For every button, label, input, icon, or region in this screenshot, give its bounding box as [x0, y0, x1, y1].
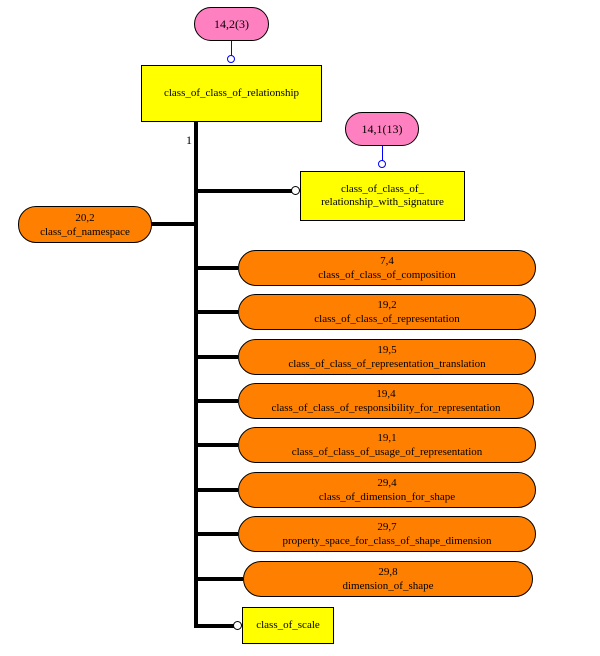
scale-branch-line	[194, 624, 234, 628]
supertype-ref: 20,2	[75, 211, 95, 224]
subtype-ref: 29,7	[377, 521, 397, 533]
subtype-branch-line	[196, 443, 238, 447]
supertype-branch-line	[151, 222, 196, 226]
top-reference-pill[interactable]: 14,2(3)	[194, 7, 269, 41]
subtype-branch-line	[196, 399, 238, 403]
subtype-name: class_of_class_of_responsibility_for_rep…	[271, 402, 501, 414]
signature-reference-connector	[382, 146, 383, 161]
signature-optional-circle	[291, 186, 300, 195]
subtype-branch-line	[196, 488, 238, 492]
subtype-name: class_of_class_of_composition	[318, 269, 456, 281]
subtype-pill[interactable]: 29,7 property_space_for_class_of_shape_di…	[238, 516, 536, 552]
signature-branch-line	[196, 189, 292, 193]
subtype-pill[interactable]: 19,4 class_of_class_of_responsibility_for…	[238, 383, 534, 419]
subtype-name: class_of_dimension_for_shape	[318, 491, 456, 503]
signature-entity-line2: relationship_with_signature	[321, 196, 444, 208]
top-reference-connector	[231, 41, 232, 56]
subtype-pill[interactable]: 7,4 class_of_class_of_composition	[238, 250, 536, 286]
subtype-pill[interactable]: 29,4 class_of_dimension_for_shape	[238, 472, 536, 508]
main-trunk-line	[194, 122, 198, 628]
subtype-pill[interactable]: 29,8 dimension_of_shape	[243, 561, 533, 597]
subtype-name: property_space_for_class_of_shape_dimens…	[282, 535, 492, 547]
subtype-ref: 29,4	[377, 477, 397, 489]
subtype-pill[interactable]: 19,1 class_of_class_of_usage_of_represent…	[238, 427, 536, 463]
subtype-name: class_of_class_of_representation	[314, 313, 460, 325]
subtype-branch-line	[196, 532, 238, 536]
top-reference-label: 14,2(3)	[214, 16, 249, 31]
main-entity-label: class_of_class_of_relationship	[163, 87, 300, 99]
signature-entity-line1: class_of_class_of_	[340, 183, 425, 195]
signature-reference-pill[interactable]: 14,1(13)	[345, 112, 419, 146]
subtype-branch-line	[196, 577, 243, 581]
signature-reference-label: 14,1(13)	[361, 121, 403, 136]
subtype-pill[interactable]: 19,2 class_of_class_of_representation	[238, 294, 536, 330]
subtype-name: dimension_of_shape	[342, 580, 434, 592]
subtype-ref: 7,4	[380, 255, 394, 267]
signature-entity-box[interactable]: class_of_class_of_ relationship_with_sig…	[300, 171, 465, 221]
subtype-ref: 19,5	[377, 344, 397, 356]
subtype-pill[interactable]: 19,5 class_of_class_of_representation_tra…	[238, 339, 536, 375]
class-of-scale-label: class_of_scale	[256, 619, 320, 631]
cardinality-label: 1	[186, 133, 192, 147]
supertype-pill[interactable]: 20,2 class_of_namespace	[18, 206, 152, 243]
subtype-ref: 19,1	[377, 432, 397, 444]
subtype-name: class_of_class_of_usage_of_representatio…	[291, 446, 483, 458]
scale-optional-circle	[233, 621, 242, 630]
subtype-branch-line	[196, 310, 238, 314]
main-entity-box[interactable]: class_of_class_of_relationship	[141, 65, 322, 122]
class-of-scale-box[interactable]: class_of_scale	[242, 607, 334, 644]
subtype-ref: 19,2	[377, 299, 397, 311]
subtype-branch-line	[196, 266, 238, 270]
signature-reference-connector-circle	[378, 160, 386, 168]
subtype-branch-line	[196, 355, 238, 359]
top-reference-connector-circle	[227, 55, 235, 63]
subtype-ref: 19,4	[376, 388, 396, 400]
supertype-name: class_of_namespace	[40, 225, 130, 238]
subtype-ref: 29,8	[378, 566, 398, 578]
subtype-name: class_of_class_of_representation_transla…	[288, 358, 486, 370]
